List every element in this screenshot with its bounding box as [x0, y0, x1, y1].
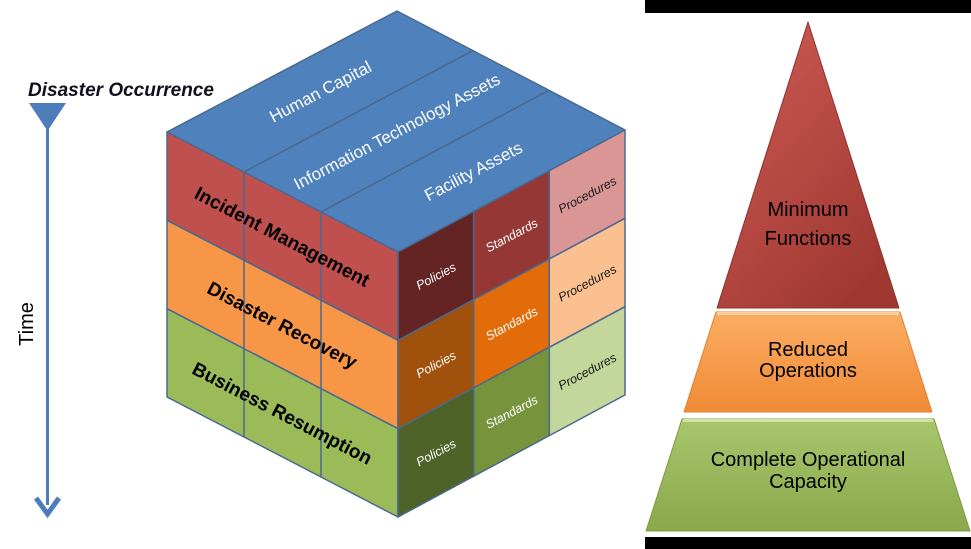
- pyramid-level-label-line: Complete Operational: [711, 449, 906, 471]
- cube-side-cell-procedures: [548, 305, 626, 437]
- pyramid-level-label-line: Functions: [765, 228, 852, 250]
- pyramid-level-label-line: Operations: [759, 360, 857, 382]
- pyramid-level-label-line: Capacity: [769, 471, 847, 493]
- arrowhead-down-icon: [33, 496, 62, 519]
- disaster-occurrence-label: Disaster Occurrence: [28, 80, 214, 101]
- pyramid-level-label-line: Minimum: [767, 199, 848, 221]
- down-triangle-marker: [29, 103, 66, 131]
- time-axis-label: Time: [16, 302, 38, 346]
- pyramid-level-minimum-functions: [716, 21, 900, 309]
- pyramid-bottom-bar: [645, 537, 971, 549]
- timeline-group: Disaster Occurrence Time: [16, 80, 214, 519]
- cube-side-face: Policies Standards Procedures Policies S…: [397, 129, 626, 518]
- pyramid-group: Minimum Functions Reduced Operations Com…: [645, 0, 971, 549]
- pyramid-top-bar: [645, 0, 971, 13]
- pyramid-level-label-line: Reduced: [768, 339, 848, 361]
